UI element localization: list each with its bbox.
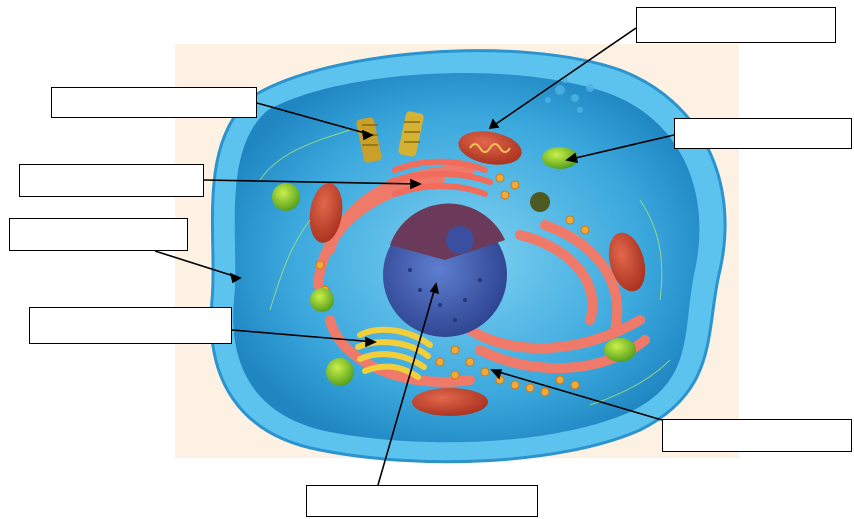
label-box-smooth-er[interactable] [19,164,204,197]
label-box-golgi[interactable] [29,307,232,344]
peroxisome [530,192,550,212]
label-box-vacuole[interactable] [674,118,852,149]
label-box-cell-membrane[interactable] [9,218,188,251]
lysosome-2 [310,288,334,312]
lysosome-1 [272,183,300,211]
label-box-centrioles[interactable] [51,87,257,118]
label-box-mitochondrion[interactable] [636,7,836,43]
lysosome-3 [326,358,354,386]
label-box-ribosomes[interactable] [662,419,852,452]
lysosome-4 [604,338,636,362]
nucleolus [446,226,474,254]
label-box-nucleus[interactable] [306,485,538,517]
mitochondrion-bottom [412,388,488,416]
